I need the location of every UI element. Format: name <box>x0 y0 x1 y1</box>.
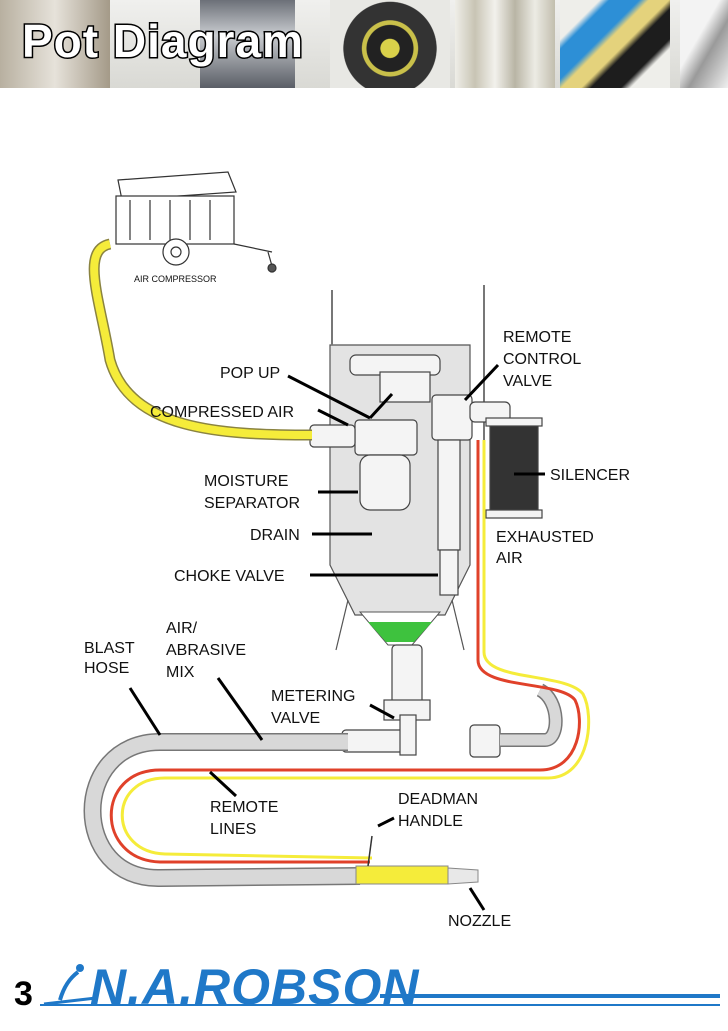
pot-pipework <box>309 354 543 596</box>
remote-line-red <box>109 440 581 864</box>
pop-up-label: POP UP <box>220 365 280 382</box>
header-banner: Pot Diagram <box>0 0 728 88</box>
nozzle <box>447 867 479 885</box>
banner-photo-coiled-hose <box>330 0 450 88</box>
compressed-air-label: COMPRESSED AIR <box>150 404 294 421</box>
remote-lines-label-1: REMOTE <box>210 799 278 816</box>
banner-photo-nozzle <box>200 0 295 88</box>
air-hose <box>90 240 313 439</box>
remote-control-label-1: REMOTE <box>503 329 571 346</box>
metering-valve-label-1: METERING <box>271 688 355 705</box>
brand-logo: N.A.ROBSON <box>90 959 420 1015</box>
nozzle-label: NOZZLE <box>448 913 511 930</box>
remote-lines-label-2: LINES <box>210 821 256 838</box>
mix-label-2: ABRASIVE <box>166 642 246 659</box>
remote-control-label-3: VALVE <box>503 373 552 390</box>
blast-hose-label-1: BLAST <box>84 640 135 657</box>
exhausted-air-label-2: AIR <box>496 550 523 567</box>
banner-photo-hoses <box>0 0 110 88</box>
blast-hose <box>85 734 361 886</box>
exhausted-air-label-1: EXHAUSTED <box>496 529 594 546</box>
abrasive-fill <box>368 622 432 642</box>
deadman-label-2: HANDLE <box>398 813 463 830</box>
footer-rule-bottom <box>40 1004 720 1006</box>
remote-line-yellow <box>120 440 591 860</box>
mix-label-3: MIX <box>166 664 195 681</box>
leader-lines <box>128 363 545 911</box>
blast-hose-label-2: HOSE <box>84 660 129 677</box>
deadman-label-1: DEADMAN <box>398 791 478 808</box>
silencer-label: SILENCER <box>550 467 630 484</box>
page-title: Pot Diagram <box>21 14 305 69</box>
remote-control-label-2: CONTROL <box>503 351 581 368</box>
choke-valve-label: CHOKE VALVE <box>174 568 285 585</box>
metering-valve-assembly <box>341 644 501 758</box>
page-number: 3 <box>14 975 33 1013</box>
drain-label: DRAIN <box>250 527 300 544</box>
air-compressor-icon <box>115 171 277 273</box>
mix-label-1: AIR/ <box>166 620 198 637</box>
deadman-handle <box>355 865 449 885</box>
metering-valve-label-2: VALVE <box>271 710 320 727</box>
footer-rule <box>380 994 720 998</box>
banner-photo-tubes <box>455 0 555 88</box>
moisture-separator-label-2: SEPARATOR <box>204 495 300 512</box>
banner-photo-handles <box>560 0 670 88</box>
air-compressor-label: AIR COMPRESSOR <box>134 274 217 284</box>
moisture-separator-label-1: MOISTURE <box>204 473 288 490</box>
logo-figure-icon <box>43 964 97 1006</box>
banner-photo-plate <box>680 0 728 88</box>
